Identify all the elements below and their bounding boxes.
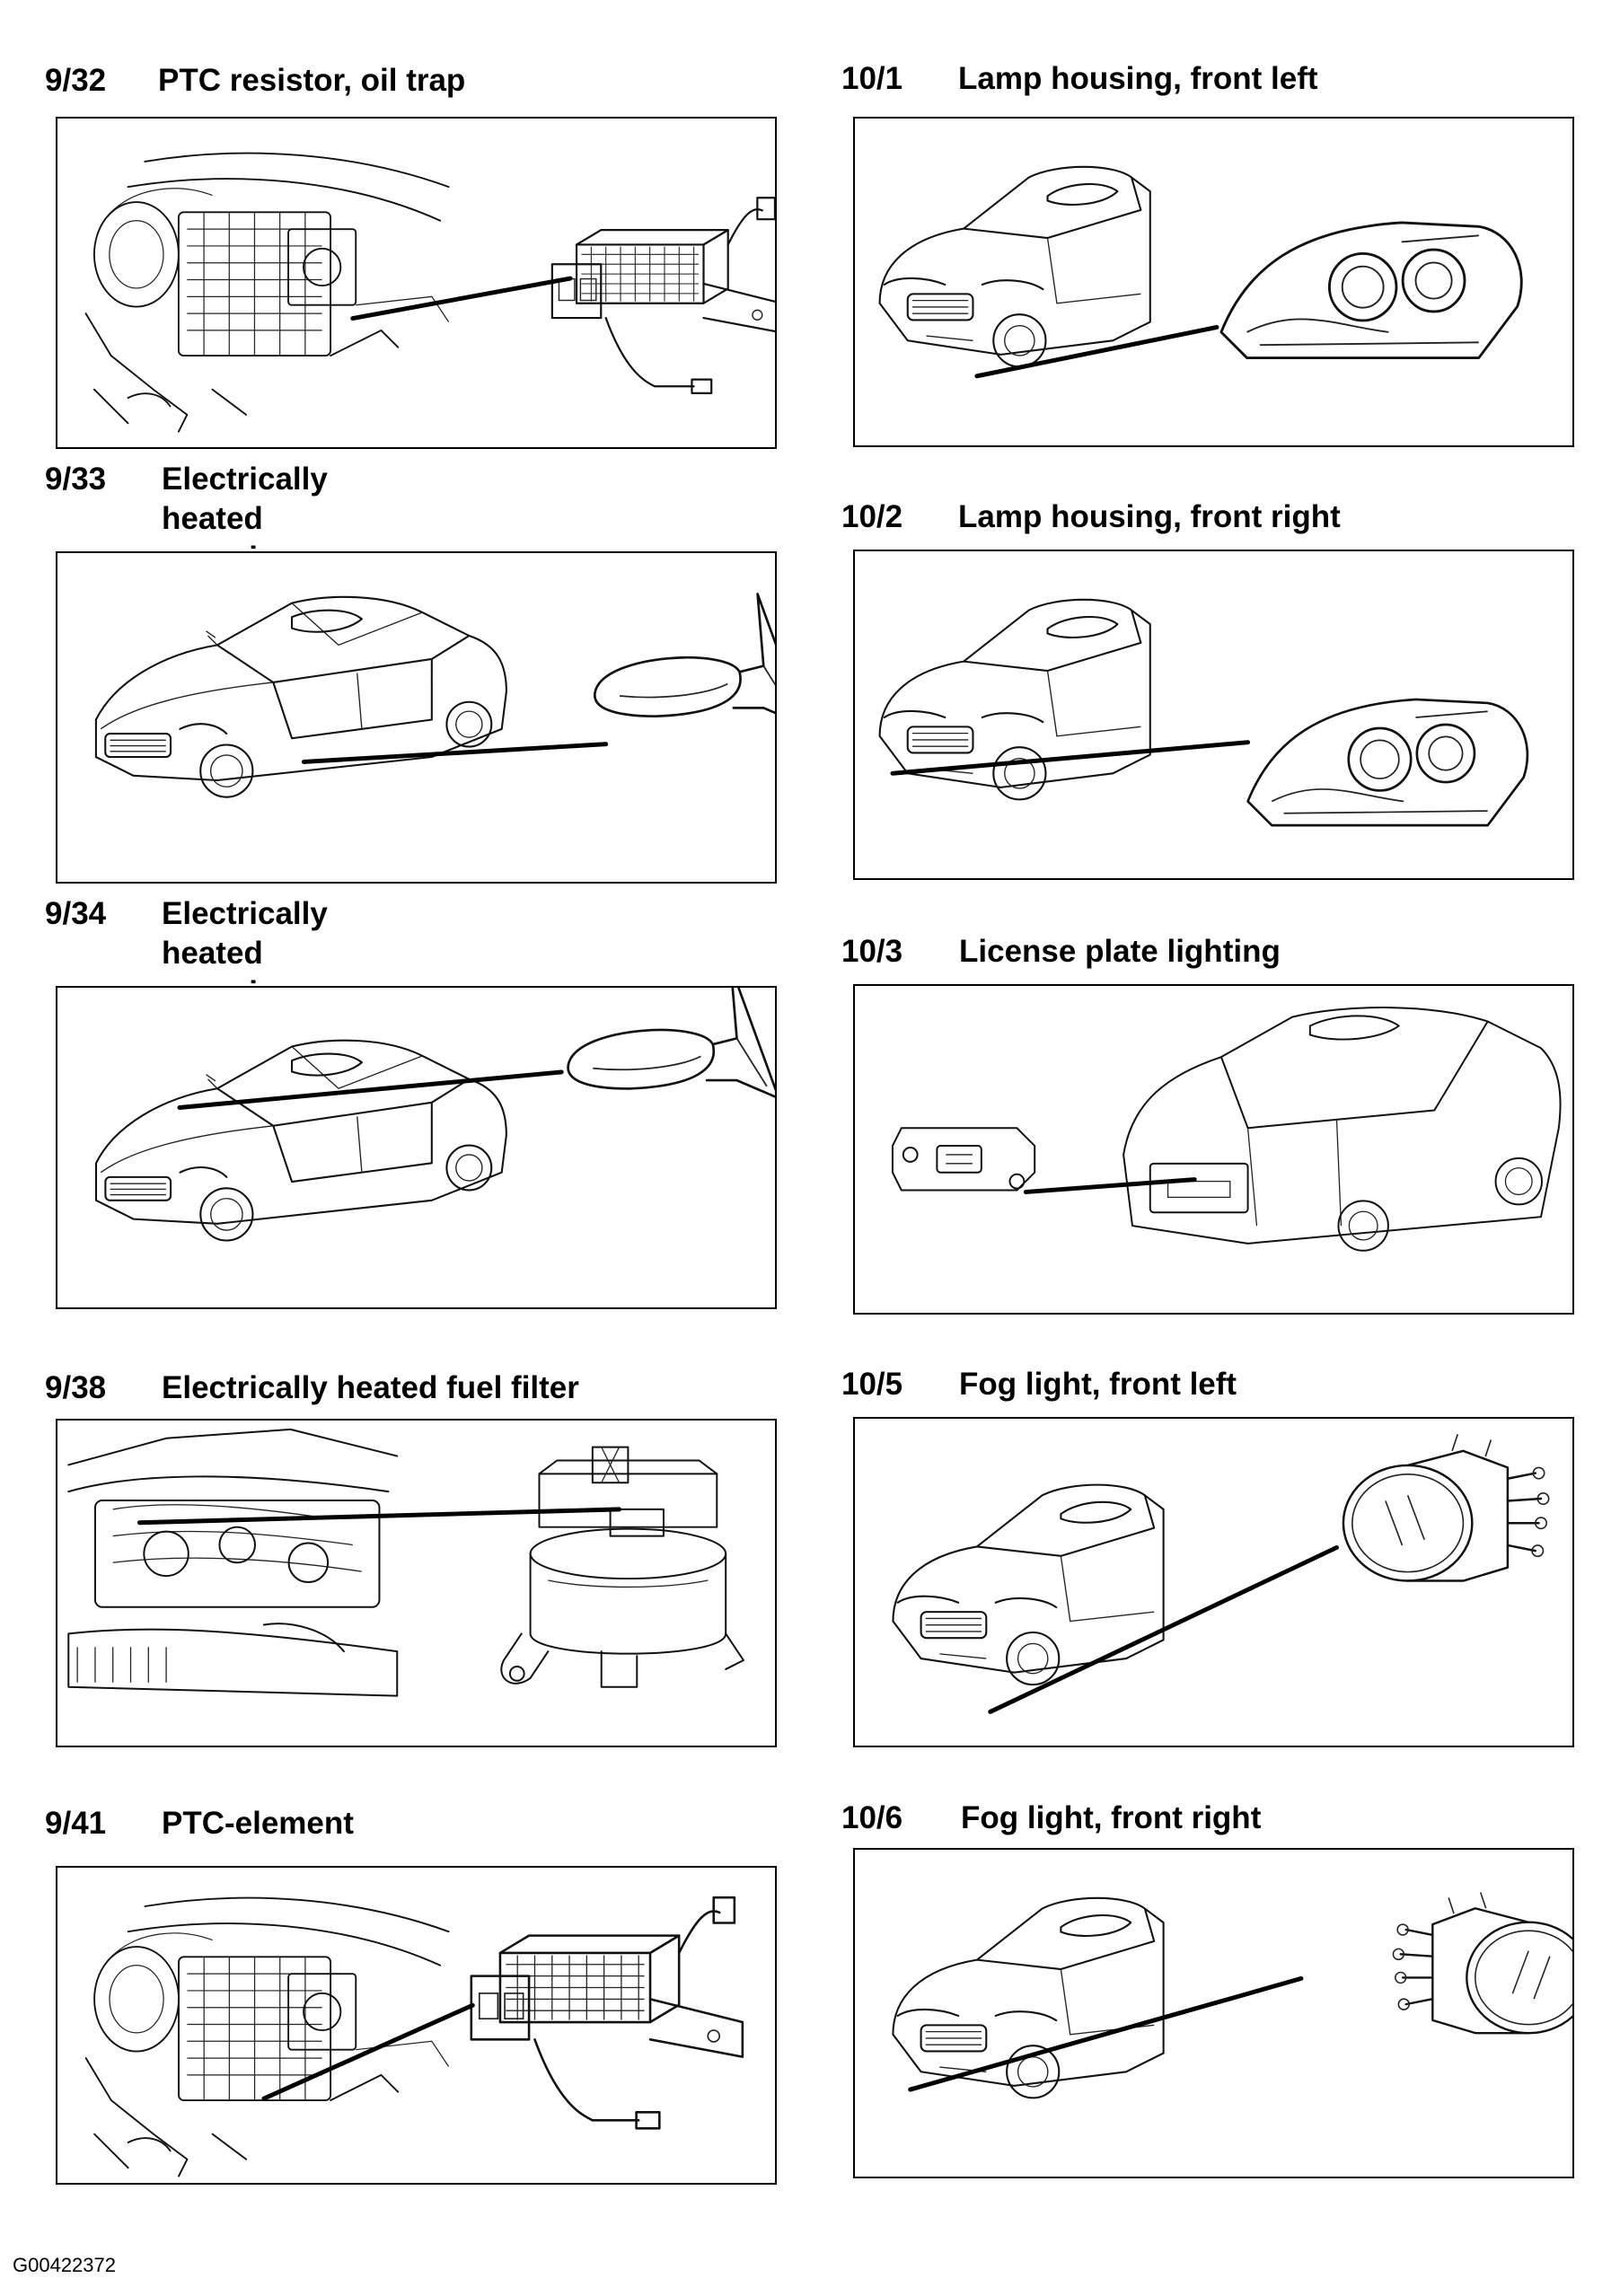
illustration-10-3 — [853, 984, 1574, 1315]
illustration-10-2 — [853, 550, 1574, 880]
item-number: 9/32 — [45, 63, 107, 98]
illustration-9-41 — [56, 1866, 777, 2185]
headlamp-left-illustration — [878, 165, 1523, 379]
illustration-10-1 — [853, 117, 1574, 447]
item-number: 9/41 — [45, 1806, 107, 1841]
illustration-10-6 — [853, 1848, 1574, 2178]
illustration-10-5 — [853, 1417, 1574, 1747]
item-label: License plate lighting — [959, 934, 1281, 969]
illustration-9-32 — [56, 117, 777, 449]
item-number: 10/2 — [841, 499, 903, 534]
driver-mirror-illustration — [94, 593, 775, 798]
passenger-mirror-illustration — [94, 988, 775, 1242]
dashboard-heater-illustration — [84, 152, 775, 433]
illustration-9-38 — [56, 1419, 777, 1747]
item-label: PTC resistor, oil trap — [158, 63, 466, 98]
fog-light-left-illustration — [892, 1433, 1550, 1714]
item-number: 10/5 — [841, 1367, 903, 1402]
fuel-filter-illustration — [67, 1428, 744, 1697]
item-label: PTC-element — [162, 1806, 354, 1841]
item-number: 9/34 — [45, 896, 107, 931]
item-number: 10/6 — [841, 1800, 903, 1835]
illustration-9-33 — [56, 551, 777, 884]
item-number: 9/33 — [45, 462, 107, 497]
figure-code: G00422372 — [13, 2254, 116, 2276]
fog-light-right-illustration — [892, 1891, 1572, 2099]
license-plate-illustration — [891, 1007, 1562, 1252]
item-label: Lamp housing, front right — [958, 499, 1341, 534]
item-label: Fog light, front left — [959, 1367, 1237, 1402]
item-label: Fog light, front right — [961, 1800, 1262, 1835]
headlamp-right-illustration — [878, 598, 1529, 827]
item-label: Electrically heated fuel filter — [162, 1370, 579, 1405]
ptc-element-illustration — [84, 1896, 744, 2177]
item-number: 9/38 — [45, 1370, 107, 1405]
item-label: Lamp housing, front left — [958, 61, 1318, 96]
item-number: 10/3 — [841, 934, 903, 969]
item-number: 10/1 — [841, 61, 903, 96]
illustration-9-34 — [56, 986, 777, 1309]
